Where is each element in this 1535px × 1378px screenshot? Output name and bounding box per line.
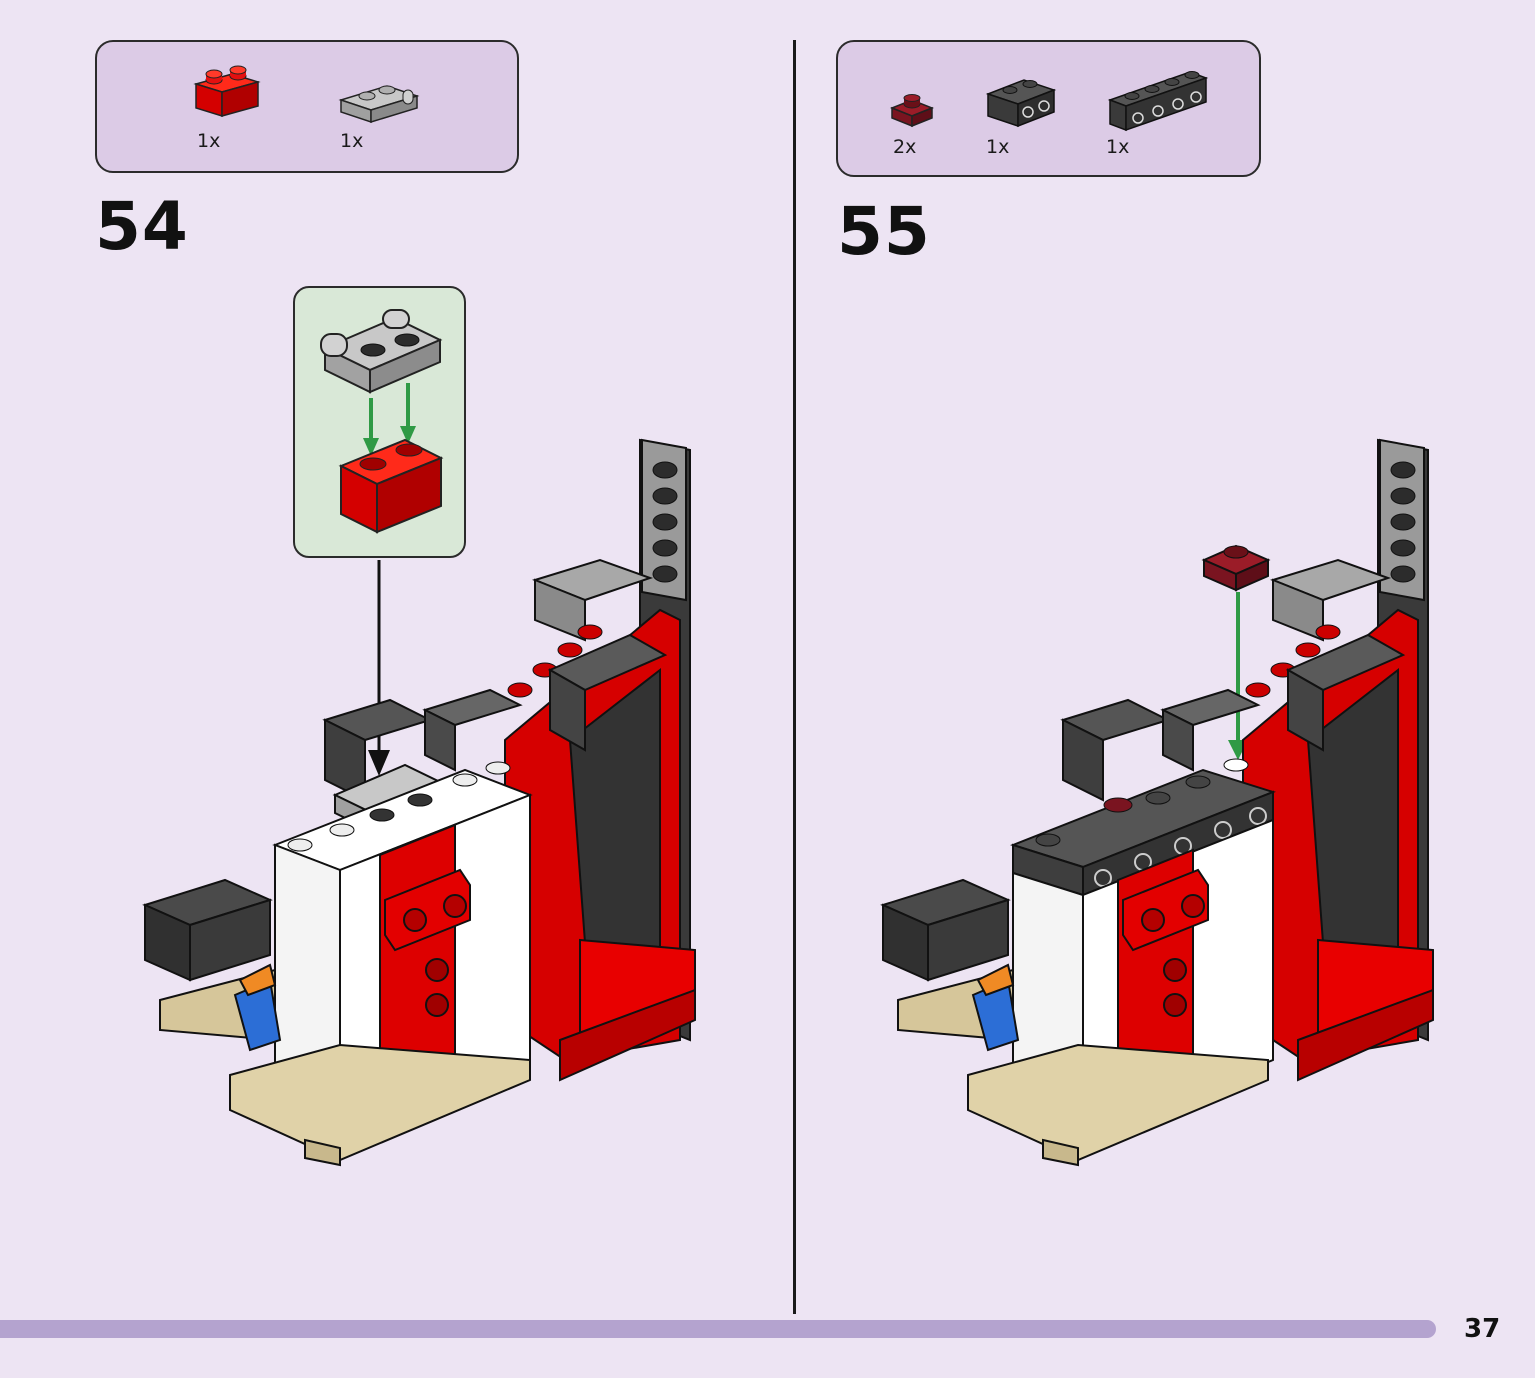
- part-gray-plate-handle: [337, 76, 421, 128]
- part-qty: 1x: [1106, 136, 1130, 158]
- part-qty: 2x: [893, 136, 917, 158]
- step-55-model-illustration: [880, 438, 1434, 1167]
- step-54-parts-box: 1x 1x: [95, 40, 519, 173]
- step-55-parts-box: 2x 1x 1x: [836, 40, 1261, 177]
- part-dark-gray-bracket: [984, 72, 1058, 132]
- sub-assembly-illustration: [320, 309, 444, 534]
- part-qty: 1x: [340, 130, 364, 152]
- part-dark-gray-technic-brick: [1106, 64, 1210, 134]
- dark-red-1x1-plate-icon: [889, 94, 935, 128]
- page-number: 37: [1464, 1314, 1501, 1344]
- step-number: 55: [837, 193, 931, 270]
- part-red-2x1-brick: [192, 64, 262, 124]
- step-number: 54: [95, 188, 189, 265]
- red-2x1-brick-icon: [193, 65, 261, 118]
- footer-progress-bar: [0, 1320, 1436, 1338]
- step-54-model-illustration: [142, 438, 696, 1167]
- dark-gray-1x4-technic-brick-icon: [1107, 71, 1209, 132]
- sub-assembly-callout: [293, 286, 466, 558]
- dark-gray-bracket-icon: [985, 79, 1057, 128]
- light-gray-plate-with-handle-icon: [338, 85, 420, 124]
- part-qty: 1x: [197, 130, 221, 152]
- part-dark-red-plate: [888, 94, 936, 132]
- part-qty: 1x: [986, 136, 1010, 158]
- step-divider: [793, 40, 796, 1314]
